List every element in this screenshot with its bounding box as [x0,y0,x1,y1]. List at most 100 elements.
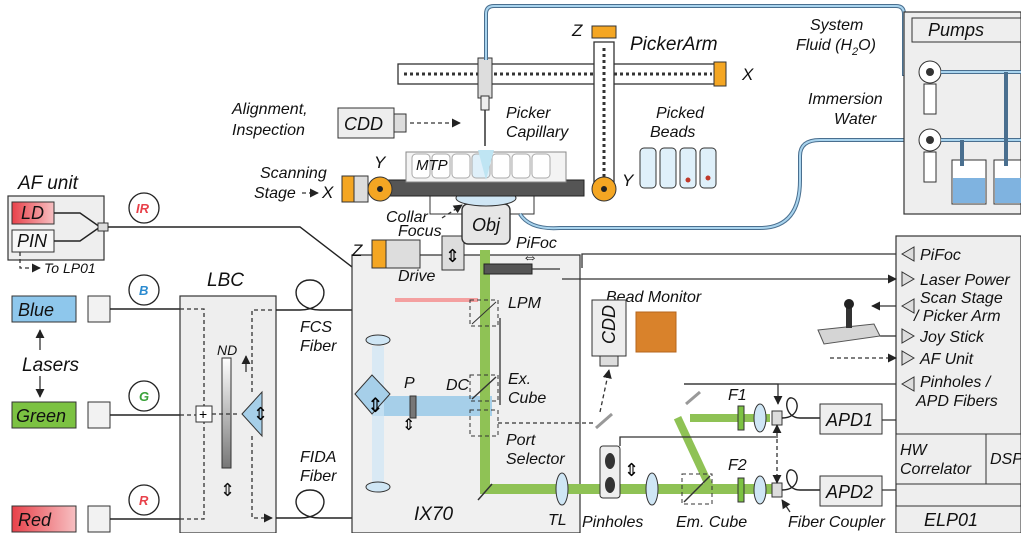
laser-blue: Blue B [12,275,180,322]
focus-motor-end [372,240,386,268]
green-beam-horizontal [480,484,780,494]
red-laser-label: Red [18,510,52,530]
alignment-camera: Alignment, Inspection CDD [231,101,460,139]
relay-lens [646,473,658,505]
pumps-unit: System Fluid (H2O) Immersion Water Pumps [796,12,1021,214]
hw-correlator-label-2: Correlator [900,461,972,478]
blue-coupler [88,296,110,322]
mtp-label: MTP [416,157,448,174]
tube-lens-label: TL [548,512,567,529]
ring-blue-label: B [139,283,148,298]
pinhole-control-line [620,437,778,446]
filter-f2 [738,478,744,502]
picked-beads-label-2: Beads [650,124,695,141]
picker-head [478,58,492,98]
picked-beads-label-1: Picked [656,105,705,122]
x-motor-end [342,176,354,202]
pump-valve-2-hub [926,136,934,144]
y-picker-label: Y [622,171,635,190]
polarizer-label: P [404,375,415,392]
pinhole-2 [605,477,615,493]
apd2-lens [754,476,766,504]
alignment-label-1: Alignment, [231,101,308,118]
fida-fiber-label-2: Fiber [300,468,337,485]
ring-red-label: R [139,493,149,508]
polarizer [410,396,416,418]
port-selector-label-1: Port [506,432,536,449]
elp01-label: ELP01 [924,510,978,530]
apd2-fiber [782,470,820,490]
f1-label: F1 [728,387,747,404]
tube-lens [556,473,568,505]
joystick-knob [844,299,854,309]
fiber-coupler-label: Fiber Coupler [788,514,886,531]
reservoir-2-water [995,178,1021,203]
bead-monitor-cdd-label: CDD [599,305,619,344]
system-fluid-label-2: Fluid (H2O) [796,37,876,58]
ctrl-pinholes-2: APD Fibers [915,393,998,410]
ctrl-pifoc: PiFoc [920,247,961,264]
picked-beads-tubes [640,148,716,188]
bead-monitor-image [636,312,676,352]
hw-correlator-label-1: HW [900,442,929,459]
detection-path: TL ⇕ Pinholes Em. Cube F2 F1 Fiber Coupl… [548,384,896,531]
x-motor [354,176,368,202]
polarizer-updown-arrow: ⇕ [402,417,415,434]
focus-updown-arrow: ⇕ [445,246,460,266]
pump-valve-1-hub [926,68,934,76]
z-picker-label: Z [571,21,583,40]
apd2-label: APD2 [825,482,873,502]
apd1-coupler [772,411,782,425]
picker-arm-label: PickerArm [630,34,718,55]
ld-label: LD [21,203,44,223]
picker-capillary-label-2: Capillary [506,124,569,141]
lasers-label: Lasers [22,355,80,376]
apd2-coupler [772,483,782,497]
pifoc-control-line [582,254,896,268]
alignment-label-2: Inspection [232,122,305,139]
af-coupler [98,223,108,231]
laser-green: Green G [12,381,180,428]
ex-cube-label-2: Cube [508,390,546,407]
ctrl-af-unit: AF Unit [919,351,974,368]
fcs-fiber-label-2: Fiber [300,338,337,355]
pump-syringe-1 [924,84,936,114]
green-coupler [88,402,110,428]
ctrl-laser-power: Laser Power [920,272,1010,289]
joystick-stick [846,306,852,328]
to-lp01-label: To LP01 [44,260,96,276]
apd-outputs [882,420,896,490]
blue-laser-label: Blue [18,300,54,320]
dc-label: DC [446,377,470,394]
f2-label: F2 [728,457,747,474]
x-picker-label: X [741,65,754,84]
fida-fiber-label-1: FIDA [300,449,336,466]
drive-label: Drive [398,268,435,285]
nd-updown-arrow: ⇕ [220,480,235,500]
apd1-fiber [782,398,820,418]
y-motor-left-hub [377,186,383,192]
ctrl-scan-stage-2: / Picker Arm [913,308,1001,325]
y-stage-label: Y [374,153,387,172]
ctrl-pinholes-1: Pinholes / [920,374,992,391]
immersion-label-1: Immersion [808,91,883,108]
green-beam-diagonal [674,416,714,490]
alignment-cdd-lens [394,114,406,132]
ctrl-scan-stage-1: Scan Stage [920,290,1003,307]
dsp-label: DSP [990,451,1021,468]
fcs-lens [366,335,390,345]
scanning-stage-label-1: Scanning [260,165,327,182]
ctrl-joy-stick: Joy Stick [919,329,985,346]
lbc-combiner-plus: + [199,406,207,422]
nd-filter [222,358,231,468]
ex-cube-label-1: Ex. [508,371,531,388]
ix70-label: IX70 [414,504,454,525]
collar-label: Collar [386,209,428,226]
pump-syringe-2 [924,152,936,182]
bead-monitor-lens [600,356,618,366]
x-picker-motor [714,62,726,86]
upper-fold-mirror [686,392,700,404]
nd-label: ND [217,342,237,358]
